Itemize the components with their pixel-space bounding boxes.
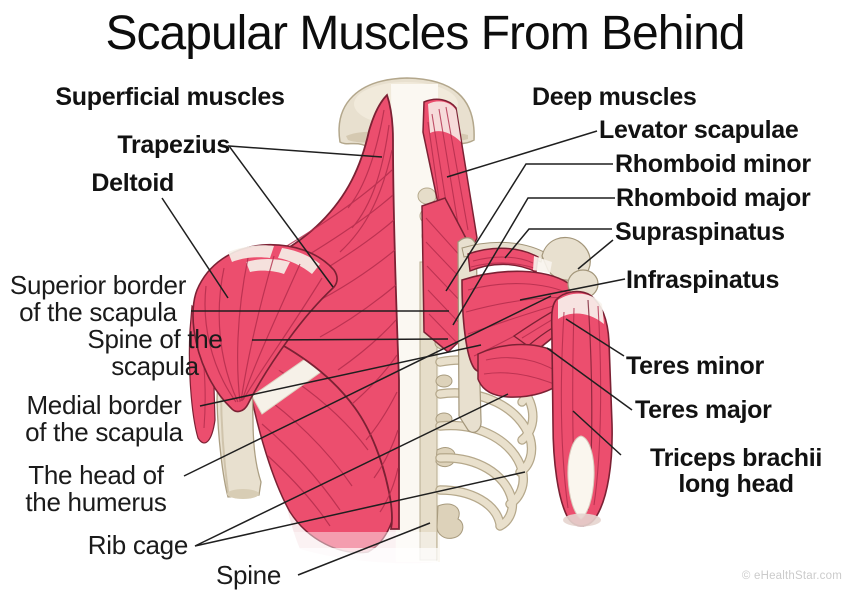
leader-rhomboid-minor <box>445 163 613 292</box>
label-trapezius: Trapezius <box>117 131 230 159</box>
leader-teres-minor <box>565 318 625 357</box>
leader-levator-scapulae <box>446 130 598 178</box>
label-teres-major: Teres major <box>635 396 772 424</box>
leader-supraspinatus-b <box>577 239 614 270</box>
leader-rhomboid-major <box>452 197 615 326</box>
label-infraspinatus: Infraspinatus <box>626 266 780 294</box>
page-title: Scapular Muscles From Behind <box>105 7 746 60</box>
label-rhomboid-major: Rhomboid major <box>616 184 811 212</box>
label-rib-cage: Rib cage <box>87 530 189 560</box>
label-supraspinatus: Supraspinatus <box>615 218 785 246</box>
label-medial-border: Medial border of the scapula <box>25 390 183 448</box>
leader-lines <box>161 130 633 576</box>
leader-rib-cage <box>194 393 526 547</box>
label-rhomboid-minor: Rhomboid minor <box>615 150 811 178</box>
leader-spine-of-scapula <box>251 338 449 341</box>
label-triceps: Triceps brachii long head <box>650 444 822 499</box>
leader-supraspinatus-a <box>504 228 612 259</box>
leader-trapezius <box>227 145 383 288</box>
right-arm-triceps <box>550 269 613 527</box>
label-superficial-muscles: Superficial muscles <box>55 83 285 111</box>
leader-head-of-humerus <box>183 295 552 477</box>
label-superior-border: Superior border of the scapula <box>9 270 187 328</box>
leader-spine <box>297 522 431 576</box>
label-teres-minor: Teres minor <box>626 352 764 380</box>
label-spine: Spine <box>216 560 281 590</box>
label-head-of-humerus: The head of the humerus <box>25 460 167 518</box>
supraspinatus-muscle <box>467 247 552 274</box>
watermark: © eHealthStar.com <box>741 570 842 582</box>
leader-triceps <box>572 410 622 456</box>
label-deltoid: Deltoid <box>91 169 174 197</box>
leader-teres-major <box>546 347 633 411</box>
label-levator-scapulae: Levator scapulae <box>599 116 799 144</box>
leader-deltoid <box>161 197 229 299</box>
label-deep-muscles: Deep muscles <box>532 83 697 111</box>
leader-infraspinatus <box>519 278 626 301</box>
leader-medial-border <box>199 344 482 407</box>
label-spine-of-scapula: Spine of the scapula <box>87 324 223 382</box>
